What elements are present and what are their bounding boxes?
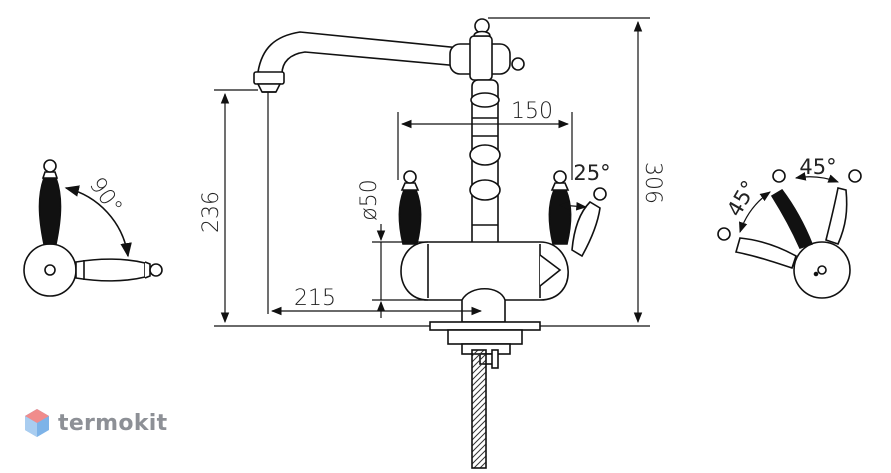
spout-reach-label: 215 <box>294 286 336 311</box>
left-vertical-lever <box>38 177 62 245</box>
total-height-label: 306 <box>640 162 665 204</box>
handle-tilt-arrow <box>558 201 588 211</box>
right-rotation-view <box>717 169 862 299</box>
right-rotation-arc-upper <box>794 172 840 183</box>
left-handle-base-dot <box>44 264 56 276</box>
right-view-lever-right <box>825 187 848 245</box>
right-rotation-arc-lower <box>739 191 771 234</box>
spout-height-label: 236 <box>199 191 224 233</box>
front-view-faucet <box>253 18 607 469</box>
handle-tilt-angle-label: 25° <box>573 161 610 185</box>
side-rotation-arc <box>64 185 132 258</box>
right-view-lever-left <box>734 237 797 270</box>
valve-body <box>400 241 569 301</box>
front-right-handle-tilted <box>571 200 601 258</box>
left-handle-base-circle <box>23 243 77 297</box>
handle-diameter-label: ø50 <box>357 179 382 220</box>
base-plate <box>429 321 541 331</box>
supply-hose <box>471 349 487 469</box>
right-handle-base-circle <box>793 241 851 299</box>
front-right-handle <box>548 189 572 245</box>
left-horizontal-lever <box>75 258 146 282</box>
spout <box>257 31 461 75</box>
right-rotation-angle-upper-label: 45° <box>799 155 836 179</box>
dimension-lines <box>214 17 650 327</box>
right-view-lever-middle <box>770 188 814 249</box>
side-rotation-angle-label: 90° <box>84 173 127 219</box>
left-side-view <box>23 159 163 297</box>
front-left-handle <box>398 189 422 245</box>
side-knob-right <box>511 57 525 71</box>
brand-name: termokit <box>58 410 168 436</box>
brand-watermark: termokit <box>24 408 167 438</box>
brand-logo-icon <box>25 409 49 437</box>
right-rotation-angle-lower-label: 45° <box>722 176 761 220</box>
handle-spacing-label: 150 <box>511 99 553 124</box>
